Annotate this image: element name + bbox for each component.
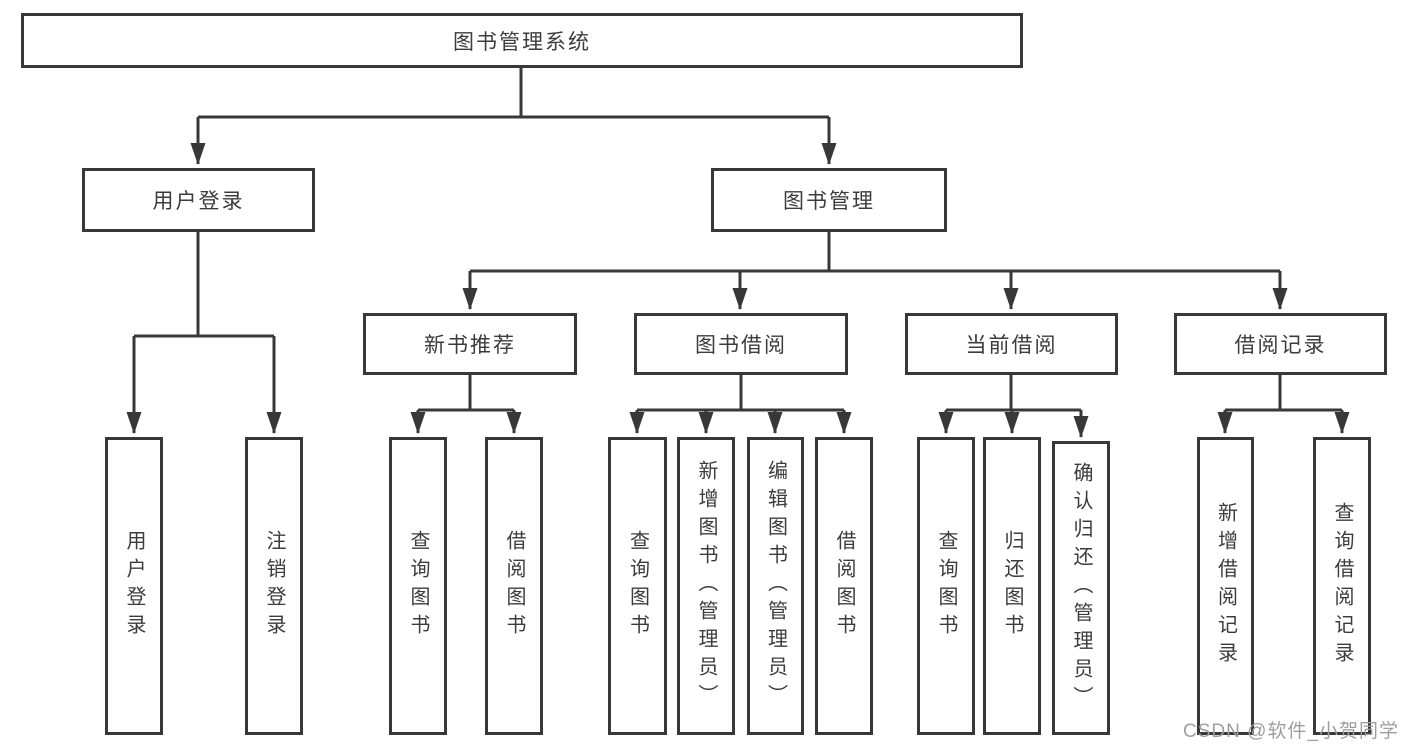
node-current-borrow: 当前借阅 — [905, 313, 1118, 375]
leaf-user-login-label: 用户登录 — [123, 530, 145, 642]
leaf-return-book: 归还图书 — [983, 437, 1041, 735]
leaf-current-query-book: 查询图书 — [917, 437, 975, 735]
leaf-borrow-query-book: 查询图书 — [608, 437, 667, 735]
leaf-newbook-borrow: 借阅图书 — [485, 437, 543, 735]
leaf-borrow-book: 借阅图书 — [815, 437, 873, 735]
leaf-newbook-query: 查询图书 — [389, 437, 447, 735]
leaf-user-login: 用户登录 — [105, 437, 163, 735]
leaf-logout-label: 注销登录 — [263, 530, 285, 642]
node-borrow-records: 借阅记录 — [1174, 313, 1387, 375]
leaf-newbook-borrow-label: 借阅图书 — [503, 530, 525, 642]
leaf-edit-book-admin-label: 编辑图书（管理员） — [764, 460, 787, 712]
node-new-book-recommend: 新书推荐 — [363, 313, 577, 375]
leaf-add-borrow-record: 新增借阅记录 — [1197, 437, 1254, 735]
leaf-add-borrow-record-label: 新增借阅记录 — [1214, 502, 1237, 670]
leaf-confirm-return-admin: 确认归还（管理员） — [1052, 441, 1110, 735]
leaf-query-borrow-record-label: 查询借阅记录 — [1331, 502, 1353, 670]
leaf-add-book-admin: 新增图书（管理员） — [677, 437, 735, 735]
leaf-newbook-query-label: 查询图书 — [407, 530, 429, 642]
leaf-current-query-book-label: 查询图书 — [935, 530, 957, 642]
leaf-logout: 注销登录 — [245, 437, 303, 735]
node-library-management-system: 图书管理系统 — [21, 13, 1023, 68]
leaf-add-book-admin-label: 新增图书（管理员） — [695, 460, 717, 712]
leaf-edit-book-admin: 编辑图书（管理员） — [747, 437, 804, 735]
leaf-query-borrow-record: 查询借阅记录 — [1313, 437, 1371, 735]
leaf-return-book-label: 归还图书 — [1001, 530, 1023, 642]
node-book-borrow: 图书借阅 — [634, 313, 848, 375]
node-book-management: 图书管理 — [711, 168, 947, 232]
leaf-borrow-book-label: 借阅图书 — [833, 530, 855, 642]
csdn-watermark: CSDN @软件_小贺同学 — [1183, 721, 1399, 742]
node-user-login: 用户登录 — [82, 168, 315, 232]
leaf-confirm-return-admin-label: 确认归还（管理员） — [1070, 462, 1092, 714]
leaf-borrow-query-book-label: 查询图书 — [626, 530, 649, 642]
